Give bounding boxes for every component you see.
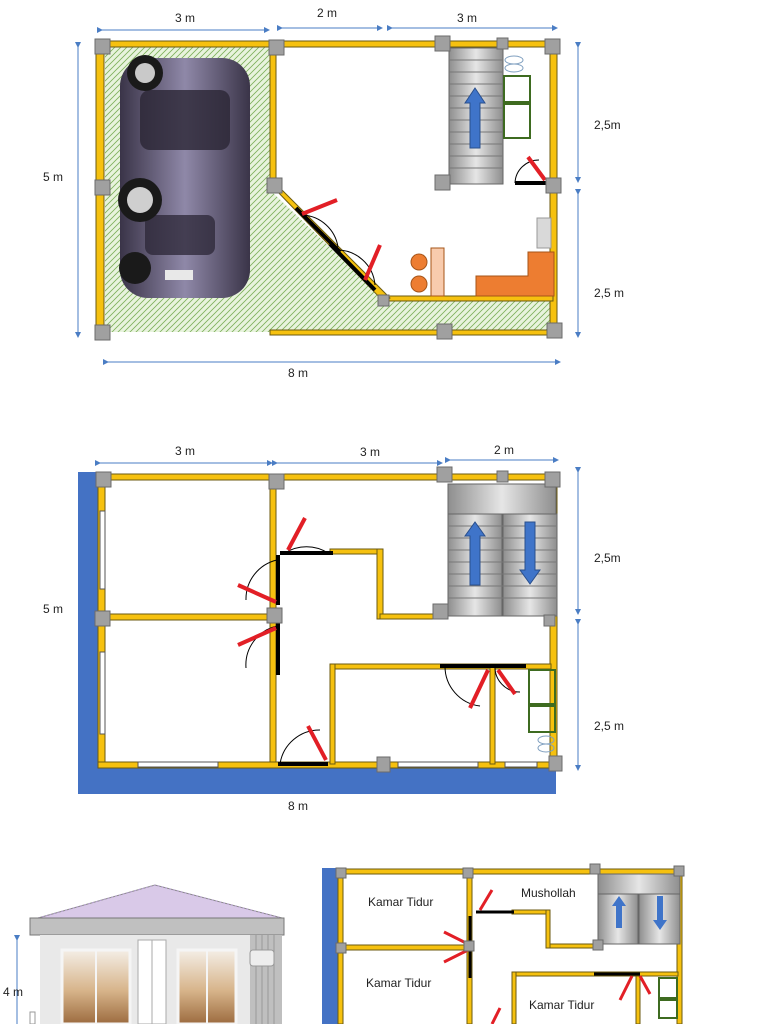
ground-floor-columns: [94, 35, 563, 341]
dim-top-3: 2 m: [494, 443, 514, 457]
labeled-floor-plan: Kamar Tidur Mushollah Kamar Tidur Kamar …: [322, 863, 685, 1024]
dim-bottom: 8 m: [288, 799, 308, 813]
stairs-icon: [597, 873, 681, 945]
door-swing-icon: [280, 517, 333, 555]
room-label-kamar-tidur-1: Kamar Tidur: [368, 895, 433, 909]
dim-left: 5 m: [43, 170, 63, 184]
dim-top-2: 3 m: [360, 445, 380, 459]
door-swing-icon: [237, 622, 280, 675]
left-blue-wall: [78, 472, 100, 794]
chair-icon: [410, 247, 445, 297]
dim-right-1: 2,5m: [594, 551, 621, 565]
facade-height-dim: 4 m: [3, 985, 23, 999]
upper-floor-columns: [94, 466, 563, 773]
kitchen-counter-icon: [475, 217, 555, 297]
toilet-icon: [504, 55, 524, 73]
dim-right-2: 2,5 m: [594, 719, 624, 733]
house-facade: 4 m: [3, 884, 285, 1024]
toilet-icon: [537, 735, 555, 753]
door-swing-icon: [278, 725, 328, 766]
door-swing-icon: [328, 242, 382, 292]
upper-floor-plan: 3 m 3 m 2 m 5 m 2,5m 2,5 m 8 m: [43, 443, 624, 813]
storage-shelves: [503, 75, 531, 139]
room-label-kamar-tidur-2: Kamar Tidur: [366, 976, 431, 990]
dim-top-1: 3 m: [175, 444, 195, 458]
upper-floor-dimension-lines: [95, 457, 581, 771]
dim-top-2: 2 m: [317, 6, 337, 20]
ground-floor-dimension-lines: [75, 25, 581, 365]
door-swing-icon: [237, 555, 280, 605]
bottom-garden-area: [270, 300, 554, 332]
room-label-kamar-tidur-3: Kamar Tidur: [529, 998, 594, 1012]
storage-shelves: [658, 977, 678, 1019]
door-swing-icon: [514, 155, 548, 185]
dim-right-1: 2,5m: [594, 118, 621, 132]
dim-bottom: 8 m: [288, 366, 308, 380]
roof-icon: [37, 884, 283, 919]
room-label-mushollah: Mushollah: [521, 886, 576, 900]
door-swing-icon: [440, 664, 490, 709]
stairs-icon: [447, 483, 558, 617]
car-icon: [118, 55, 250, 298]
dim-left: 5 m: [43, 602, 63, 616]
dim-top-1: 3 m: [175, 11, 195, 25]
ground-floor-plan: 3 m 2 m 3 m 5 m 2,5m 2,5 m 8 m: [43, 6, 624, 380]
dim-right-2: 2,5 m: [594, 286, 624, 300]
stairs-icon: [448, 47, 504, 185]
window-icon: [60, 939, 238, 1024]
dim-top-3: 3 m: [457, 11, 477, 25]
storage-shelves: [528, 669, 556, 733]
bottom-blue-wall: [78, 768, 556, 794]
window-icon: [99, 510, 538, 768]
door-swing-icon: [490, 664, 526, 696]
